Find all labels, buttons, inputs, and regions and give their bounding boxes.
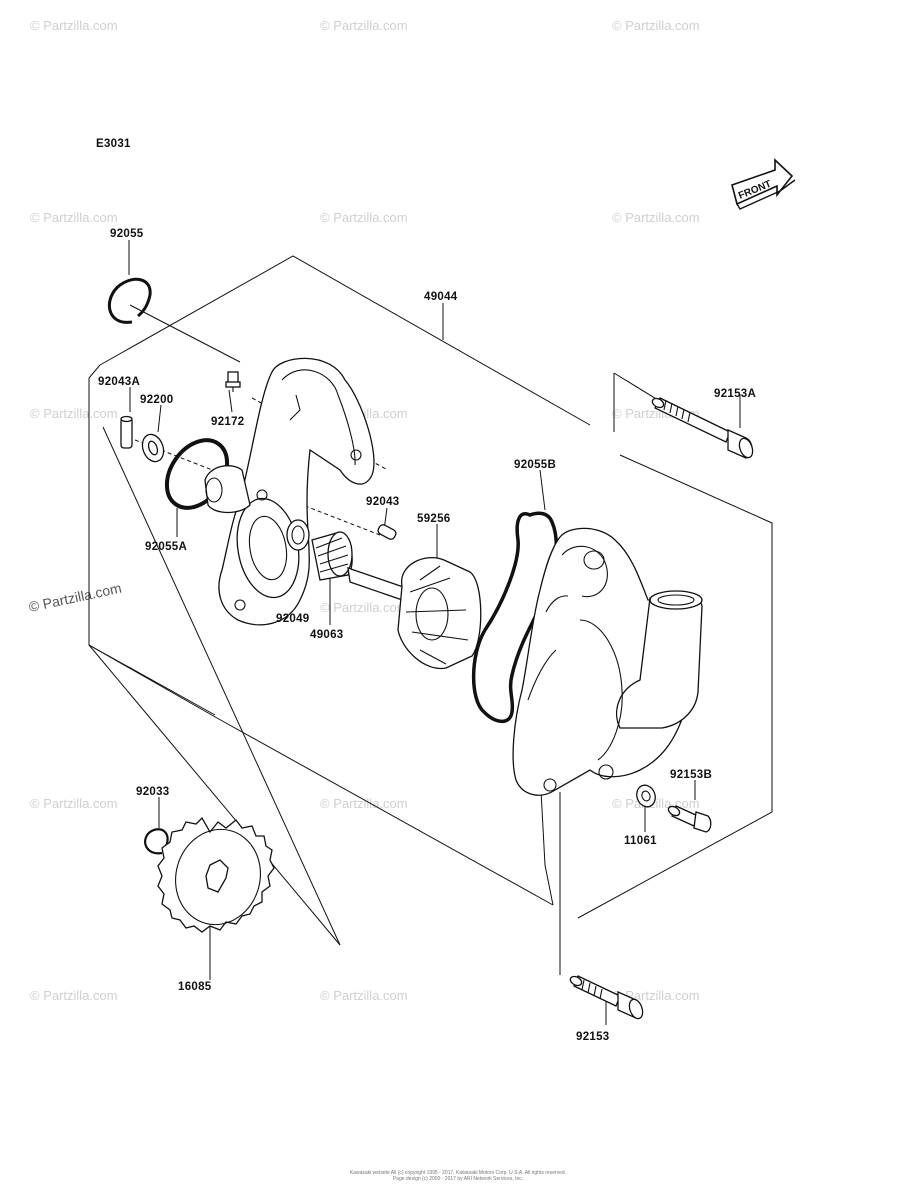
watermark: © Partzilla.com <box>612 210 700 225</box>
watermark: © Partzilla.com <box>320 988 408 1003</box>
part-label-92049: 92049 <box>276 613 309 625</box>
pump-body <box>204 357 375 626</box>
watermark: © Partzilla.com <box>30 210 118 225</box>
part-label-92153a: 92153A <box>714 388 756 400</box>
part-labels: 92055 49044 92043A 92200 92172 92153A 92… <box>98 228 756 1043</box>
pump-cover <box>512 527 703 796</box>
part-label-16085: 16085 <box>178 981 212 993</box>
part-label-92153: 92153 <box>576 1031 609 1043</box>
part-label-92043a: 92043A <box>98 376 140 388</box>
part-label-92055b: 92055B <box>514 459 556 471</box>
bolt-92153a <box>651 397 754 459</box>
watermarks: © Partzilla.com © Partzilla.com © Partzi… <box>27 18 699 1003</box>
footer: Kawasaki website All (c) copyright 1995 … <box>350 1170 566 1182</box>
front-arrow-icon: FRONT <box>731 158 796 210</box>
washer-92200 <box>141 433 165 463</box>
part-label-92200: 92200 <box>140 394 173 406</box>
watermark: © Partzilla.com <box>30 988 118 1003</box>
part-label-92033: 92033 <box>136 786 169 798</box>
dowel-pin-92043a <box>120 415 133 449</box>
mechanical-seal-49063 <box>311 531 353 581</box>
footer-copyright: Kawasaki website All (c) copyright 1995 … <box>350 1170 566 1176</box>
part-label-92043: 92043 <box>366 496 399 508</box>
watermark: © Partzilla.com <box>30 406 118 421</box>
gear-16085 <box>157 816 275 933</box>
part-label-92055a: 92055A <box>145 541 187 553</box>
circlip-92055 <box>107 277 152 324</box>
part-label-59256: 59256 <box>417 513 450 525</box>
watermark: © Partzilla.com <box>320 600 408 615</box>
watermark: © Partzilla.com <box>612 18 700 33</box>
footer-credit: Page design (c) 2000 - 2017 by ARI Netwo… <box>393 1176 523 1182</box>
part-label-92055: 92055 <box>110 228 144 240</box>
watermark: © Partzilla.com <box>320 18 408 33</box>
watermark: © Partzilla.com <box>30 18 118 33</box>
watermark: © Partzilla.com <box>30 796 118 811</box>
bolt-92172 <box>225 371 241 392</box>
part-label-92153b: 92153B <box>670 769 712 781</box>
watermark: © Partzilla.com <box>27 580 123 615</box>
bolt-92153b <box>667 805 712 833</box>
seal-92049 <box>286 519 310 551</box>
bolt-92153 <box>569 975 644 1020</box>
part-label-11061: 11061 <box>624 835 657 847</box>
part-label-49063: 49063 <box>310 629 343 641</box>
dowel-92043 <box>377 524 397 540</box>
diagram-code: E3031 <box>96 138 131 150</box>
part-label-92172: 92172 <box>211 416 244 428</box>
assembly-outline <box>88 255 773 975</box>
watermark: © Partzilla.com <box>320 796 408 811</box>
impeller-59256 <box>347 556 482 670</box>
circlip-92033 <box>144 828 169 855</box>
washer-11061 <box>636 784 656 808</box>
watermark: © Partzilla.com <box>320 210 408 225</box>
part-label-49044: 49044 <box>424 291 458 303</box>
